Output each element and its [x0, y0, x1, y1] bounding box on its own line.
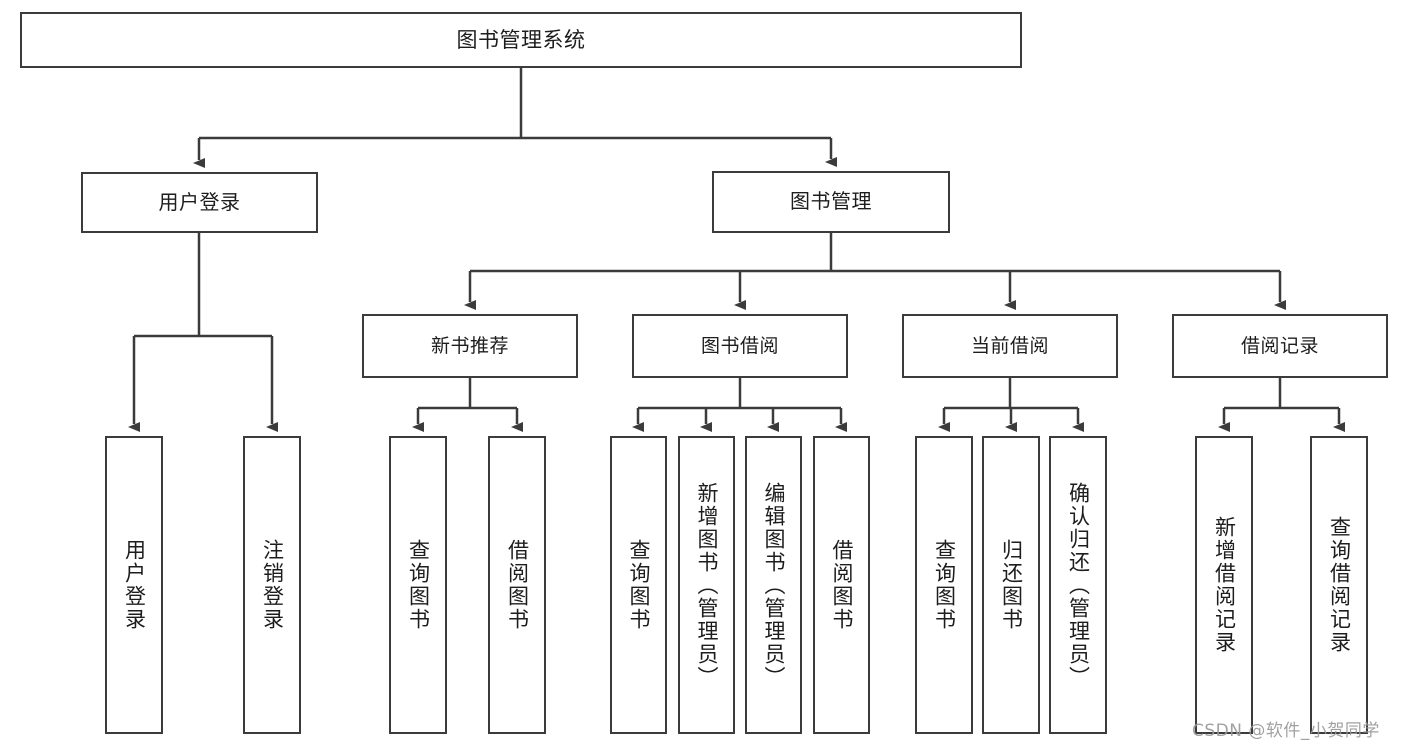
leaf-query-book-current-label: 查询图书: [932, 539, 957, 631]
node-user-login-label: 用户登录: [158, 189, 241, 214]
leaf-confirm-return-admin[interactable]: 确认归还（管理员）: [1049, 436, 1107, 734]
node-root-system[interactable]: 图书管理系统: [20, 12, 1022, 68]
leaf-query-book-recommend[interactable]: 查询图书: [389, 436, 447, 734]
leaf-confirm-return-admin-label: 确认归还（管理员）: [1066, 481, 1091, 689]
node-borrow-record-label: 借阅记录: [1240, 334, 1319, 357]
node-current-borrow-label: 当前借阅: [970, 334, 1049, 357]
node-borrow-record[interactable]: 借阅记录: [1172, 314, 1388, 378]
leaf-user-logout-label: 注销登录: [260, 539, 285, 631]
node-new-book-recommend[interactable]: 新书推荐: [362, 314, 578, 378]
leaf-add-borrow-record[interactable]: 新增借阅记录: [1195, 436, 1253, 734]
leaf-borrow-book-label: 借阅图书: [830, 539, 854, 631]
leaf-query-book-recommend-label: 查询图书: [406, 539, 431, 631]
leaf-user-logout[interactable]: 注销登录: [243, 436, 301, 734]
tree-connectors: [128, 68, 1345, 432]
leaf-query-book-borrow-label: 查询图书: [627, 539, 651, 631]
node-book-borrow[interactable]: 图书借阅: [632, 314, 848, 378]
leaf-edit-book-admin[interactable]: 编辑图书（管理员）: [745, 436, 802, 734]
node-root-system-label: 图书管理系统: [456, 27, 586, 52]
leaf-edit-book-admin-label: 编辑图书（管理员）: [762, 481, 786, 689]
leaf-user-login-label: 用户登录: [122, 539, 147, 631]
leaf-add-book-admin-label: 新增图书（管理员）: [695, 481, 719, 689]
node-user-login[interactable]: 用户登录: [81, 172, 318, 233]
node-book-management[interactable]: 图书管理: [712, 171, 950, 233]
leaf-add-book-admin[interactable]: 新增图书（管理员）: [678, 436, 735, 734]
leaf-query-book-borrow[interactable]: 查询图书: [610, 436, 667, 734]
leaf-query-book-current[interactable]: 查询图书: [915, 436, 973, 734]
node-new-book-recommend-label: 新书推荐: [430, 334, 509, 357]
leaf-add-borrow-record-label: 新增借阅记录: [1212, 516, 1237, 654]
leaf-borrow-book-recommend-label: 借阅图书: [505, 539, 530, 631]
node-current-borrow[interactable]: 当前借阅: [902, 314, 1118, 378]
leaf-query-borrow-record-label: 查询借阅记录: [1327, 516, 1352, 654]
node-book-borrow-label: 图书借阅: [700, 334, 779, 357]
leaf-return-book-label: 归还图书: [999, 539, 1024, 631]
leaf-query-borrow-record[interactable]: 查询借阅记录: [1310, 436, 1368, 734]
leaf-return-book[interactable]: 归还图书: [982, 436, 1040, 734]
leaf-borrow-book-recommend[interactable]: 借阅图书: [488, 436, 546, 734]
node-book-management-label: 图书管理: [790, 189, 872, 214]
leaf-user-login[interactable]: 用户登录: [105, 436, 163, 734]
leaf-borrow-book[interactable]: 借阅图书: [813, 436, 870, 734]
